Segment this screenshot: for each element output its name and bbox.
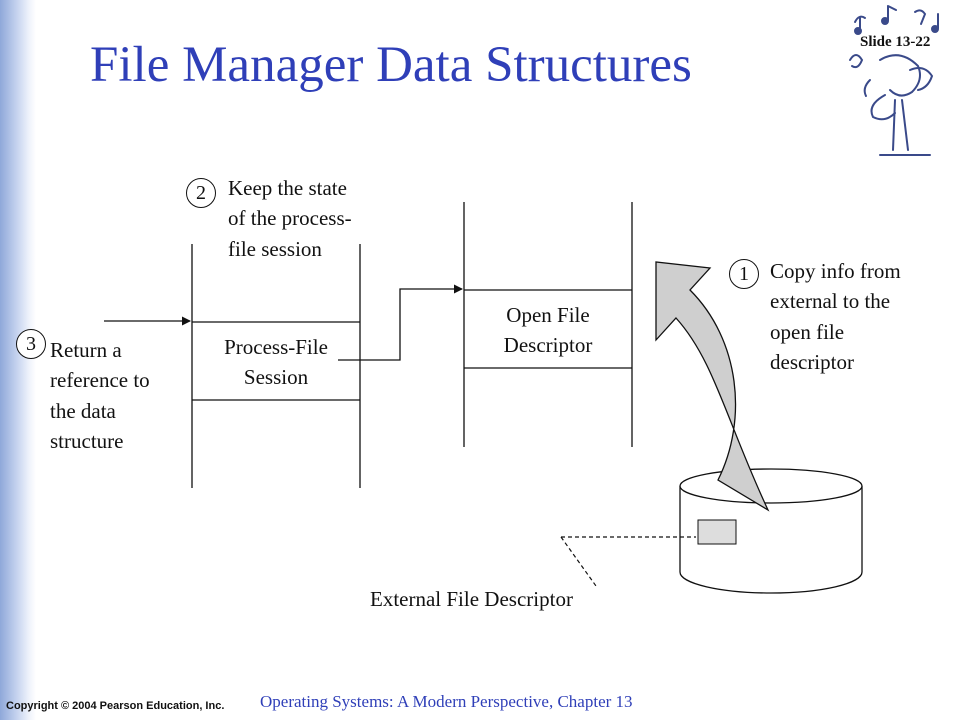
step-1-text: Copy info from external to the open file… — [770, 256, 901, 378]
step-2-number: 2 — [186, 178, 216, 208]
musician-clipart-icon — [849, 5, 939, 156]
process-file-session-line2: Session — [243, 365, 309, 390]
step-2-line: file session — [228, 236, 322, 261]
side-gradient-bar — [0, 0, 36, 720]
step-3-line: the data — [50, 398, 116, 423]
open-file-descriptor-line2: Descriptor — [503, 333, 593, 358]
step-2-text: Keep the state of the process- file sess… — [228, 173, 352, 264]
step-3-line: Return a — [50, 338, 122, 362]
step-1-number: 1 — [729, 259, 759, 289]
process-file-session-line1: Process-File — [224, 335, 328, 359]
step-3-number: 3 — [16, 329, 46, 359]
external-file-descriptor-label: External File Descriptor — [370, 587, 573, 611]
slide-number: Slide 13-22 — [860, 34, 931, 50]
step-2-line: of the process- — [228, 206, 352, 231]
external-file-descriptor-box — [697, 519, 737, 545]
copy-curved-arrow — [655, 261, 770, 512]
footer-title: Operating Systems: A Modern Perspective,… — [260, 692, 633, 711]
step-1-line: open file — [770, 319, 845, 344]
page-title: File Manager Data Structures — [90, 37, 692, 93]
open-file-descriptor-label: Open File Descriptor — [464, 300, 632, 361]
step-1-line: Copy info from — [770, 259, 901, 283]
step-3-text: Return a reference to the data structure — [50, 335, 150, 457]
step-3-line: structure — [50, 429, 124, 454]
external-descriptor-leader-line — [560, 536, 597, 587]
step-3-line: reference to — [50, 368, 150, 393]
step-1-line: descriptor — [770, 350, 854, 375]
session-to-descriptor-arrow — [338, 284, 463, 361]
process-file-session-label: Process-File Session — [192, 332, 360, 393]
step-2-line: Keep the state — [228, 176, 347, 200]
copyright-notice: Copyright © 2004 Pearson Education, Inc. — [6, 700, 225, 712]
step-1-line: external to the — [770, 289, 891, 314]
open-file-descriptor-line1: Open File — [506, 303, 590, 327]
